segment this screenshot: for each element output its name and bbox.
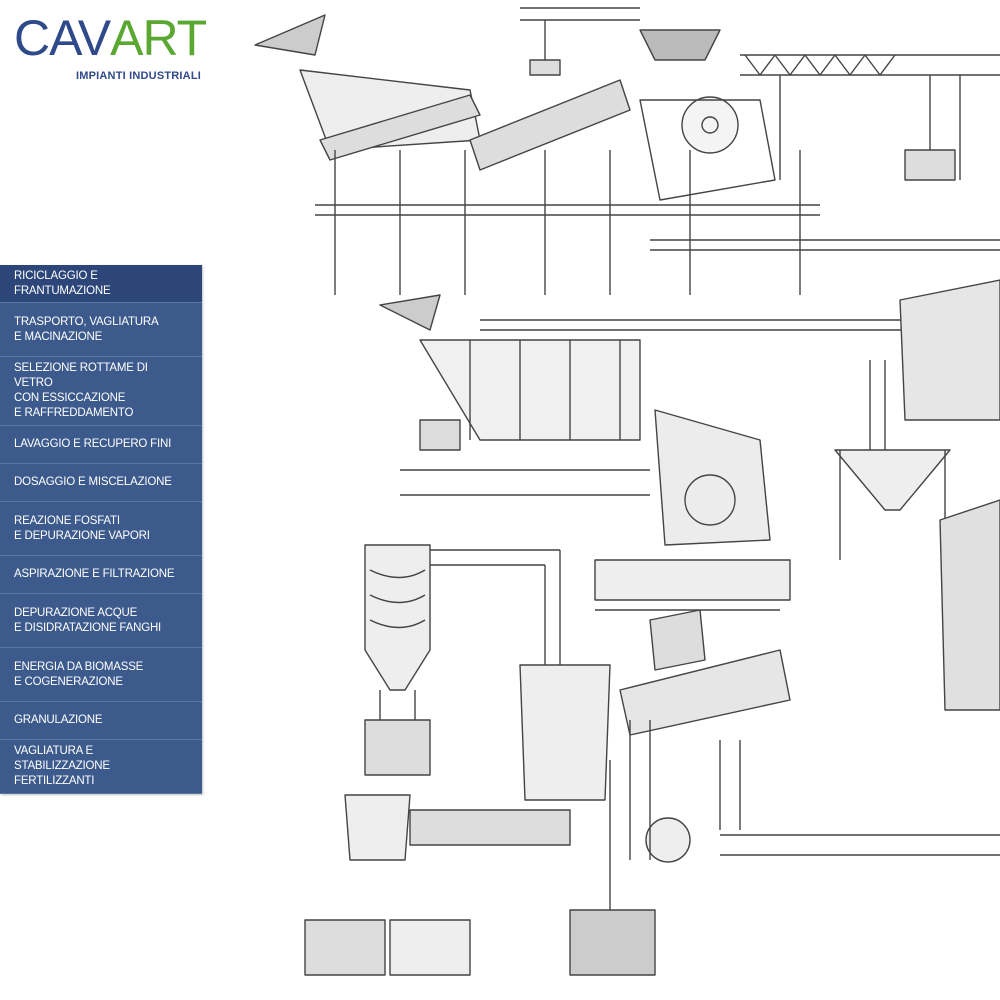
sidebar-item-label: TRASPORTO, VAGLIATURA E MACINAZIONE [14,315,159,343]
logo-tagline: IMPIANTI INDUSTRIALI [76,70,201,82]
sidebar-item-label: GRANULAZIONE [14,714,103,726]
sidebar-item-8[interactable]: DEPURAZIONE ACQUE E DISIDRATAZIONE FANGH… [0,594,202,648]
sidebar-item-label: DOSAGGIO E MISCELAZIONE [14,476,172,488]
sidebar-item-label: DEPURAZIONE ACQUE E DISIDRATAZIONE FANGH… [14,606,162,634]
sidebar-item-label: ENERGIA DA BIOMASSE E COGENERAZIONE [14,660,144,688]
sidebar-item-label: REAZIONE FOSFATI E DEPURAZIONE VAPORI [14,514,150,542]
sidebar-item-10[interactable]: GRANULAZIONE [0,702,202,740]
cyclone-filter [364,544,561,776]
sidebar-item-4[interactable]: LAVAGGIO E RECUPERO FINI [0,426,202,464]
sidebar-item-2[interactable]: TRASPORTO, VAGLIATURA E MACINAZIONE [0,303,202,357]
right-machinery [834,279,1000,711]
logo-wordmark-left: CAV [14,10,111,66]
sidebar-item-label: ASPIRAZIONE E FILTRAZIONE [14,568,175,580]
conveyor-crusher-line [254,7,1000,295]
hopper-crusher-line [379,294,1000,546]
sidebar-item-label: LAVAGGIO E RECUPERO FINI [14,438,172,450]
sidebar-item-label: VAGLIATURA E STABILIZZAZIONE FERTILIZZAN… [14,745,110,787]
lower-plant [304,559,1000,976]
sidebar-item-3[interactable]: SELEZIONE ROTTAME DI VETRO CON ESSICCAZI… [0,357,202,426]
sidebar-item-5[interactable]: DOSAGGIO E MISCELAZIONE [0,464,202,502]
sidebar-item-9[interactable]: ENERGIA DA BIOMASSE E COGENERAZIONE [0,648,202,702]
brand-logo[interactable]: CAVART IMPIANTI INDUSTRIALI [14,8,254,90]
sidebar-item-label: RICICLAGGIO E FRANTUMAZIONE [14,269,111,297]
logo-wordmark: CAVART [14,8,207,68]
sidebar-item-11[interactable]: VAGLIATURA E STABILIZZAZIONE FERTILIZZAN… [0,740,202,794]
sidebar-item-6[interactable]: REAZIONE FOSFATI E DEPURAZIONE VAPORI [0,502,202,556]
sidebar-item-7[interactable]: ASPIRAZIONE E FILTRAZIONE [0,556,202,594]
sidebar-item-label: SELEZIONE ROTTAME DI VETRO CON ESSICCAZI… [14,362,148,419]
logo-wordmark-right: ART [110,10,207,66]
sidebar-menu: RICICLAGGIO E FRANTUMAZIONE TRASPORTO, VA… [0,265,202,794]
sidebar-item-1[interactable]: RICICLAGGIO E FRANTUMAZIONE [0,265,202,303]
